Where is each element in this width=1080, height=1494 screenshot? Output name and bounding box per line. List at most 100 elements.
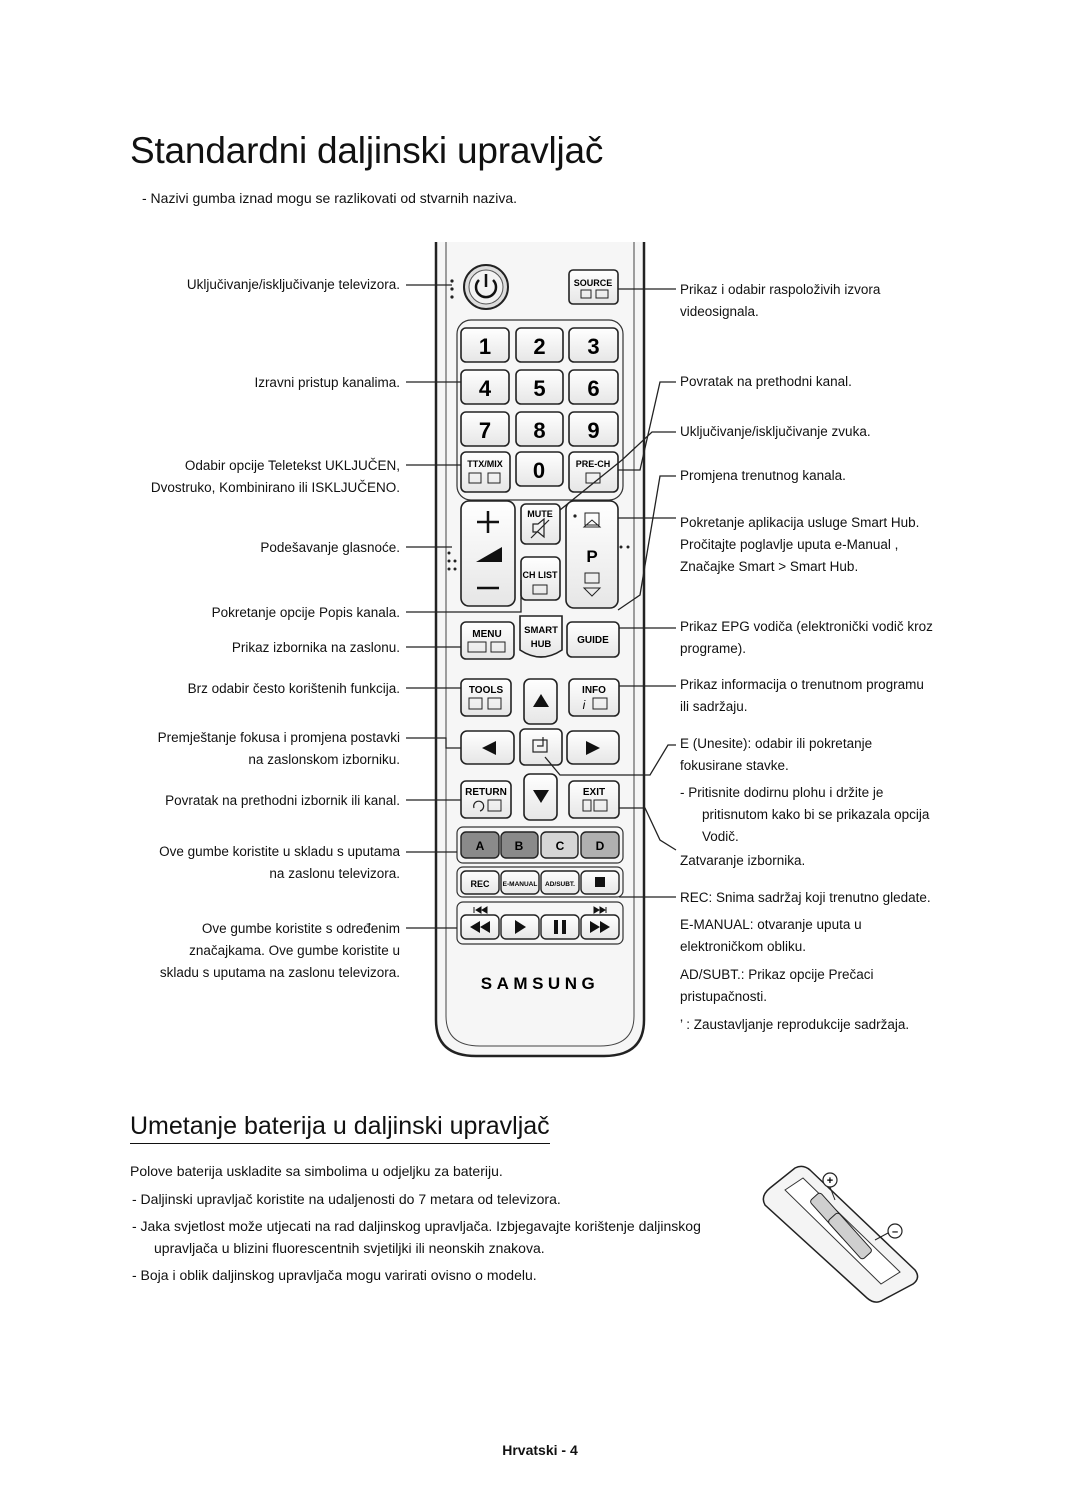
d-text: D — [596, 839, 605, 853]
stop-button[interactable] — [580, 870, 620, 895]
digit-button-4[interactable]: 4 — [460, 369, 510, 405]
smart-text-2: HUB — [531, 639, 552, 650]
page-title: Standardni daljinski upravljač — [130, 130, 604, 171]
color-button-d[interactable]: D — [580, 831, 620, 859]
digit-button-8[interactable]: 8 — [515, 411, 564, 447]
channel-list-icon — [584, 572, 600, 584]
digit-button-5[interactable]: 5 — [515, 369, 564, 405]
exit-button[interactable]: EXIT — [568, 780, 620, 819]
enter-icon — [532, 739, 548, 753]
emanual-text: E-MANUAL — [503, 881, 538, 888]
label-enter-2: fokusirane stavke. — [680, 758, 789, 773]
ttx-text: TTX/MIX — [467, 459, 503, 469]
enter-button[interactable] — [519, 728, 563, 766]
label-enter-hold-1: - Pritisnite dodirnu plohu i držite je — [680, 785, 884, 800]
label-enter-hold-2: pritisnutom kako bi se prikazala opcija — [702, 807, 930, 822]
digit-text: 5 — [533, 376, 545, 401]
label-tools: Brz odabir često korištenih funkcija. — [187, 681, 400, 696]
c-text: C — [556, 839, 565, 853]
label-smarthub-2: Pročitajte poglavlje uputa e-Manual , — [680, 537, 899, 552]
digit-button-6[interactable]: 6 — [568, 369, 619, 405]
stop-icon — [595, 877, 605, 887]
exit-text: EXIT — [583, 787, 605, 798]
label-emanual-2: elektroničkom obliku. — [680, 939, 807, 954]
arrow-left-icon — [482, 741, 496, 755]
channel-rocker[interactable]: P — [565, 500, 619, 609]
smart-hub-icon — [584, 512, 600, 526]
info-button[interactable]: INFO i — [568, 678, 620, 717]
down-button[interactable] — [523, 773, 558, 821]
a-text: A — [476, 839, 485, 853]
source-button[interactable]: SOURCE — [568, 269, 619, 305]
mute-button[interactable]: MUTE — [520, 503, 561, 545]
play-icon — [515, 920, 526, 934]
color-button-c[interactable]: C — [540, 831, 579, 859]
digit-button-9[interactable]: 9 — [568, 411, 619, 447]
up-button[interactable] — [523, 678, 558, 725]
rewind-button[interactable] — [460, 914, 500, 940]
zero-button[interactable]: 0 — [515, 451, 564, 487]
pause-button[interactable] — [540, 914, 580, 940]
color-button-b[interactable]: B — [500, 831, 539, 859]
rec-button[interactable]: REC — [460, 870, 500, 895]
battery-minus: – — [892, 1226, 898, 1238]
left-button[interactable] — [460, 730, 515, 765]
volume-rocker[interactable] — [460, 500, 516, 607]
label-emanual-1: E-MANUAL: otvaranje uputa u — [680, 917, 862, 932]
label-enter-hold-3: Vodič. — [702, 829, 739, 844]
arrow-right-icon — [586, 741, 600, 755]
battery-minus-icon — [887, 1223, 903, 1239]
source-text: SOURCE — [574, 278, 613, 288]
right-button[interactable] — [566, 730, 620, 765]
arrow-down-icon — [533, 790, 549, 803]
label-exit: Zatvaranje izbornika. — [680, 853, 806, 868]
skip-back-icon — [473, 906, 488, 914]
b-text: B — [515, 839, 524, 853]
label-volume: Podešavanje glasnoće. — [260, 540, 400, 555]
emanual-button[interactable]: E-MANUAL — [500, 870, 540, 895]
digit-button-7[interactable]: 7 — [460, 411, 510, 447]
fast-forward-button[interactable] — [580, 914, 620, 940]
leader-lines-left — [406, 284, 522, 929]
battery-section-title: Umetanje baterija u daljinski upravljač — [130, 1112, 550, 1144]
return-button[interactable]: RETURN — [460, 780, 512, 819]
label-channel-list: Pokretanje opcije Popis kanala. — [211, 605, 400, 620]
zero-text: 0 — [533, 458, 545, 483]
color-button-a[interactable]: A — [460, 831, 500, 859]
menu-button[interactable]: MENU — [460, 621, 515, 660]
ttx-mix-button[interactable]: TTX/MIX — [460, 451, 511, 493]
label-guide-2: programe). — [680, 641, 747, 656]
label-source-2: videosignala. — [680, 304, 759, 319]
digit-text: 8 — [533, 418, 545, 443]
rec-text: REC — [470, 879, 490, 889]
digit-button-2[interactable]: 2 — [515, 327, 564, 363]
ch-list-button[interactable]: CH LIST — [520, 556, 561, 601]
info-text: INFO — [582, 685, 606, 696]
play-button[interactable] — [500, 914, 540, 940]
battery-bullet-3: - Boja i oblik daljinskog upravljača mog… — [132, 1267, 537, 1283]
guide-button[interactable]: GUIDE — [566, 621, 620, 658]
adsubt-button[interactable]: AD/SUBT. — [540, 870, 580, 895]
name-note: - Nazivi gumba iznad mogu se razlikovati… — [142, 190, 518, 206]
digit-button-3[interactable]: 3 — [568, 327, 619, 363]
brand-logo: SAMSUNG — [481, 974, 599, 993]
smart-hub-button[interactable]: SMART HUB — [519, 615, 563, 658]
digit-text: 2 — [533, 334, 545, 359]
label-info-1: Prikaz informacija o trenutnom programu — [680, 677, 924, 692]
prech-text: PRE-CH — [576, 459, 611, 469]
label-color-2: na zaslonu televizora. — [269, 866, 400, 881]
label-enter-1: E (Unesite): odabir ili pokretanje — [680, 736, 873, 751]
info-i-icon: i — [583, 698, 586, 712]
fast-forward-icon — [590, 921, 610, 933]
label-adsubt-2: pristupačnosti. — [680, 989, 768, 1004]
battery-bullet-1: - Daljinski upravljač koristite na udalj… — [132, 1191, 561, 1207]
digit-button-1[interactable]: 1 — [460, 327, 510, 363]
prech-button[interactable]: PRE-CH — [568, 451, 619, 493]
label-power: Uključivanje/isključivanje televizora. — [186, 277, 400, 292]
tools-button[interactable]: TOOLS — [460, 678, 512, 717]
label-direct-channel: Izravni pristup kanalima. — [254, 375, 400, 390]
power-button[interactable] — [463, 264, 509, 310]
return-text: RETURN — [465, 787, 507, 798]
leader-lines-right — [544, 288, 677, 898]
